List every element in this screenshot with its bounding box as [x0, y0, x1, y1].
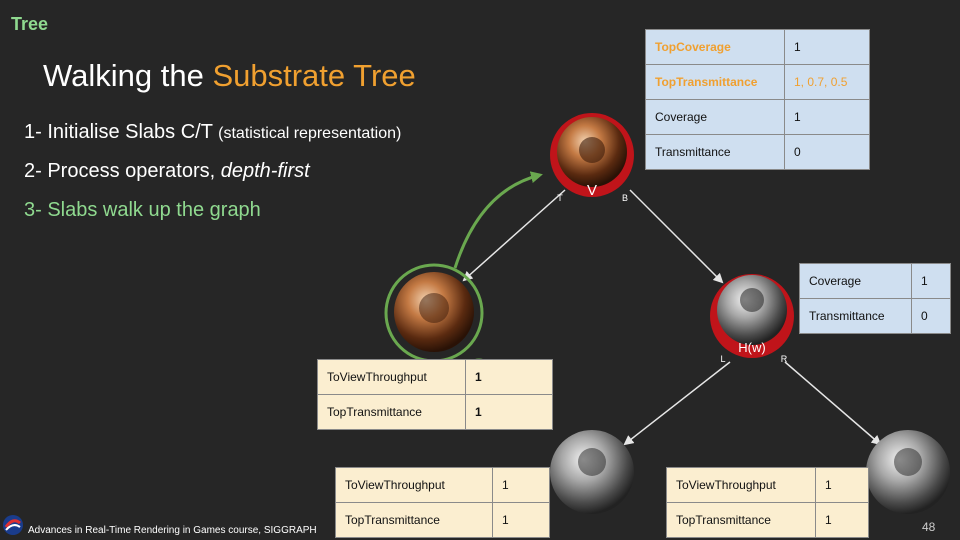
step-1-note: (statistical representation) — [218, 125, 402, 142]
node-left — [384, 263, 484, 363]
edge-h-to-br — [784, 361, 882, 446]
step-1: 1- Initialise Slabs C/T (statistical rep… — [24, 121, 401, 144]
table-key: ToViewThroughput — [666, 467, 816, 503]
table-key: Coverage — [645, 99, 785, 135]
table-key: Coverage — [799, 263, 912, 299]
node-v-port-left: T — [557, 193, 563, 203]
node-v-label: V — [587, 182, 597, 199]
siggraph-logo-icon — [3, 515, 23, 535]
page-number: 48 — [922, 520, 936, 534]
table-value: 1 — [784, 29, 870, 65]
footer-text: Advances in Real-Time Rendering in Games… — [28, 525, 317, 536]
slide-title: Walking the Substrate Tree — [43, 58, 416, 94]
node-v: V T B — [550, 113, 634, 203]
table-key: Transmittance — [645, 134, 785, 170]
node-leaf-right — [866, 430, 950, 514]
table-key: TopTransmittance — [666, 502, 816, 538]
title-highlight: Substrate Tree — [212, 58, 416, 93]
step-1-main: 1- Initialise Slabs C/T — [24, 121, 219, 143]
table-value: 1 — [465, 359, 553, 395]
table-value: 1 — [492, 467, 550, 503]
table-value: 0 — [784, 134, 870, 170]
edge-h-to-bl — [623, 361, 731, 446]
title-prefix: Walking the — [43, 58, 213, 93]
table-value: 1 — [465, 394, 553, 430]
section-tag: Tree — [11, 14, 49, 34]
table-value: 1 — [815, 467, 869, 503]
step-3-main: 3- Slabs walk up the graph — [24, 199, 261, 221]
table-value: 0 — [911, 298, 951, 334]
table-value: 1 — [911, 263, 951, 299]
step-3: 3- Slabs walk up the graph — [24, 199, 261, 222]
step-2-main: 2- Process operators, — [24, 160, 221, 182]
table-value: 1 — [815, 502, 869, 538]
walk-up-arrow — [453, 171, 543, 269]
node-leaf-left — [550, 430, 634, 514]
table-key: ToViewThroughput — [335, 467, 493, 503]
step-2-emphasis: depth-first — [220, 160, 310, 182]
node-h-port-left: L — [720, 354, 725, 364]
node-h: H(w) L R — [710, 274, 794, 364]
edge-v-to-left — [462, 189, 566, 282]
table-value: 1, 0.7, 0.5 — [784, 64, 870, 100]
node-v-port-right: B — [622, 193, 628, 203]
table-key: ToViewThroughput — [317, 359, 466, 395]
edge-v-to-h — [629, 189, 724, 284]
table-key: TopTransmittance — [317, 394, 466, 430]
table-key: TopTransmittance — [335, 502, 493, 538]
node-h-port-right: R — [781, 354, 788, 364]
table-key: TopCoverage — [645, 29, 785, 65]
step-2: 2- Process operators, depth-first — [24, 160, 310, 183]
table-key: Transmittance — [799, 298, 912, 334]
table-value: 1 — [492, 502, 550, 538]
table-value: 1 — [784, 99, 870, 135]
node-h-label: H(w) — [738, 340, 765, 355]
table-key: TopTransmittance — [645, 64, 785, 100]
